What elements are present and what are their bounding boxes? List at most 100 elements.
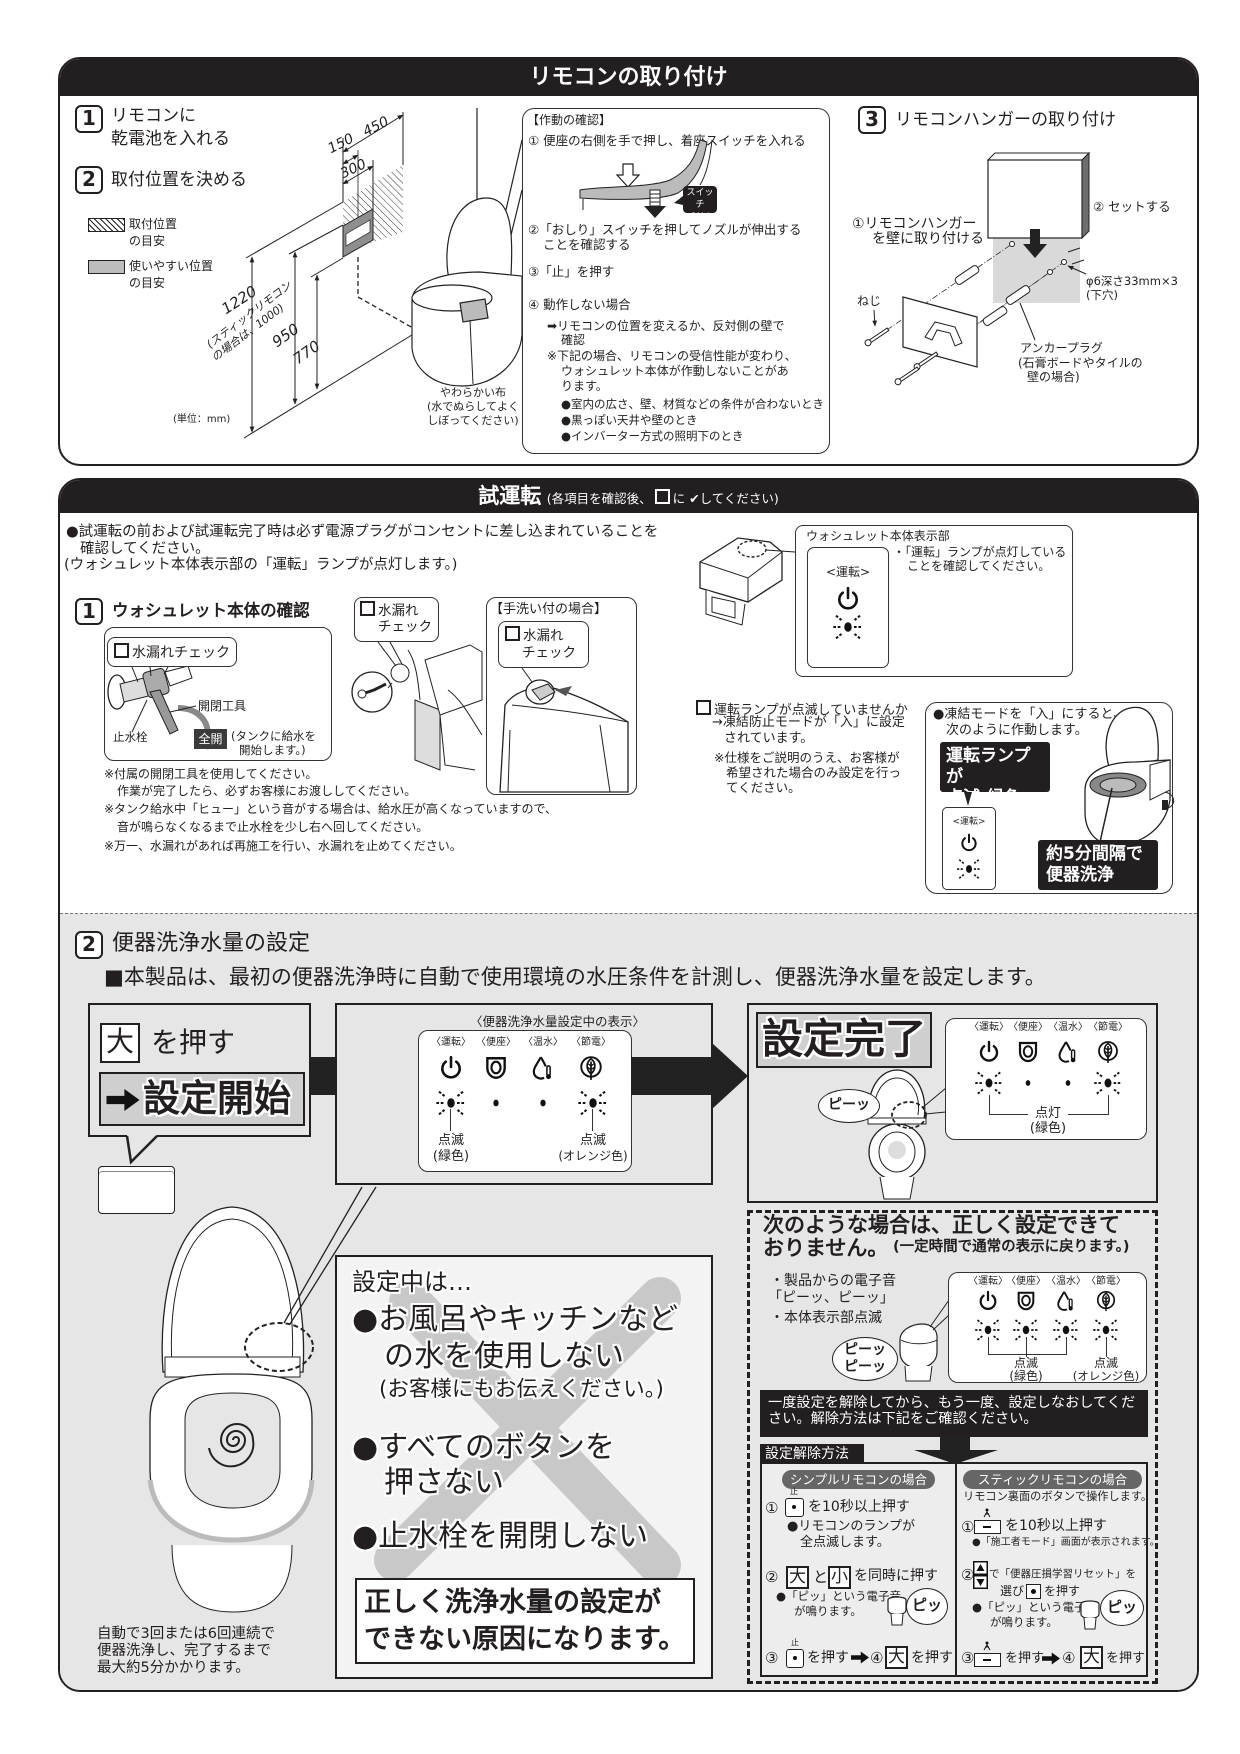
stick-stop-key[interactable] — [974, 1520, 1001, 1534]
large-flush-key[interactable]: 大 — [100, 1023, 140, 1063]
reset-procedure-box — [760, 1462, 1148, 1677]
leak-check-item[interactable]: 水漏れ — [505, 626, 564, 644]
status-color-green: (緑色) — [1029, 1121, 1067, 1136]
pilot-hole-label: φ6深さ33mm×3 — [1086, 274, 1178, 288]
status-lit: 点灯 — [1028, 1106, 1068, 1122]
indicator-label-operation: 〈運転〉 — [431, 1037, 471, 1048]
step-circle-number: ③ — [765, 1649, 779, 1667]
leader-line — [988, 1354, 1067, 1355]
indicator-label-seat: 〈便座〉 — [476, 1037, 516, 1048]
stick-stop-key[interactable] — [974, 1653, 1001, 1667]
unit-label: (単位：mm) — [173, 414, 231, 425]
reset-step-note: ●「ピッ」という電子音 — [972, 1600, 1098, 1614]
failure-indicator-panel: 〈運転〉 〈便座〉 〈温水〉 〈節電〉 点滅 (緑色) 点滅 (オレンジ色) — [948, 1272, 1147, 1383]
arrow-right-icon — [1042, 1652, 1060, 1665]
step-circle-number: ② — [961, 1566, 975, 1584]
checkbox[interactable] — [114, 643, 129, 658]
beep-bubble: ピーッ ピーッ — [832, 1337, 898, 1381]
switch-on-text: ON ! — [689, 212, 711, 222]
caution-item: ●すべてのボタンを — [352, 1430, 615, 1465]
failure-sign: ・製品からの電子音 — [770, 1273, 896, 1289]
small-flush-key[interactable]: 小 — [828, 1566, 851, 1589]
tiny-toilet-icon — [887, 1596, 907, 1626]
blinking-lamp-label: 運転ランプが 点滅:緑色 — [940, 742, 1050, 808]
caution-item: ●止水栓を開閉しない — [352, 1519, 649, 1554]
checkbox[interactable] — [505, 626, 520, 641]
leak-check-item[interactable]: 水漏れ — [360, 601, 419, 619]
status-blink: 点滅 — [437, 1133, 464, 1148]
checkbox-icon — [654, 489, 670, 504]
flush-interval-text: 便器洗浄 — [1046, 865, 1114, 885]
leader-line — [1026, 1337, 1027, 1357]
stop-button-key[interactable] — [786, 1649, 804, 1668]
anchor-plug-label: アンカープラグ — [1020, 341, 1103, 355]
display-note: ことを確認してください。 — [907, 559, 1051, 573]
up-down-key-icon[interactable] — [973, 1561, 988, 1589]
leak-check-label: チェック — [378, 619, 432, 635]
cautions-warning: 正しく洗浄水量の設定が — [364, 1587, 661, 1618]
label-pointer — [964, 792, 972, 806]
failure-sign: ・本体表示部点滅 — [770, 1310, 882, 1326]
power-icon — [438, 1055, 464, 1081]
section-header-bar: 試運転 (各項目を確認後、に ✔してください) — [60, 480, 1197, 513]
lamp-check-text: →凍結防止モードが「入」に設定 — [712, 715, 905, 730]
large-flush-key[interactable]: 大 — [786, 1566, 809, 1589]
indicator-label-power-save: 〈節電〉 — [1088, 1022, 1128, 1033]
stop-button-key[interactable] — [785, 1498, 804, 1517]
tiny-toilet-icon — [1080, 1600, 1100, 1630]
in-progress-title: 〈便器洗浄水量設定中の表示〉 — [470, 1014, 646, 1029]
step1-label-line2: 乾電池を入れる — [111, 129, 230, 149]
callout-tail — [125, 1135, 158, 1165]
toilet-display-location-illustration — [699, 537, 796, 626]
body-display: <運転> — [807, 547, 889, 668]
anchor-plug-label: (石膏ボードやタイルの — [1018, 356, 1143, 370]
leak-check-label: チェック — [522, 645, 576, 661]
valve-label: 止水栓 — [113, 730, 148, 744]
reset-step-note: が鳴ります。 — [794, 1604, 862, 1618]
step2-title: 便器洗浄水量の設定 — [112, 931, 311, 956]
freeze-intro: ●凍結モードを「入」にすると、 — [933, 707, 1126, 722]
power-icon — [977, 1290, 999, 1312]
checkbox[interactable] — [360, 601, 375, 616]
large-flush-key[interactable]: 大 — [1080, 1646, 1103, 1669]
section-header-bar: リモコンの取り付け — [60, 59, 1197, 96]
lamp-off-icon — [1021, 1076, 1035, 1090]
flush-interval-label: 約5分間隔で 便器洗浄 — [1038, 840, 1158, 890]
switch-on-label: スイッチ ON ! — [683, 186, 717, 222]
lamp-blink-icon — [956, 856, 982, 882]
reset-step-note: ●「ピッ」という電子音 — [776, 1589, 902, 1603]
check-note: ※下記の場合、リモコンの受信性能が変わり、 — [547, 349, 797, 363]
setting-failure-box — [747, 1210, 1158, 1684]
check-condition: ●黒っぽい天井や壁のとき — [561, 413, 698, 427]
step-circle-number: ① — [961, 1518, 975, 1536]
flow-arrow-icon — [631, 1043, 748, 1109]
checkbox[interactable] — [696, 700, 711, 715]
select-key[interactable] — [1026, 1584, 1041, 1599]
caution-item: の水を使用しない — [384, 1339, 624, 1374]
step1-note: ※付属の開閉工具を使用してください。 — [104, 767, 318, 781]
step1-note: 作業が完了した­ら、必ずお客様にお渡ししてください。 — [117, 784, 417, 798]
large-flush-key[interactable]: 大 — [885, 1646, 908, 1669]
hanger-set-label: ② セットする — [1093, 199, 1171, 214]
check-note: ります。 — [561, 379, 608, 393]
reset-step-text: を同時に押す — [854, 1568, 938, 1584]
seat-icon — [1015, 1290, 1037, 1312]
toilet-side-illustration — [411, 108, 523, 387]
caution-item: ●お風呂やキッチンなど — [352, 1302, 679, 1337]
step-circle-number: ④ — [870, 1649, 884, 1667]
press-text: を押す — [151, 1026, 236, 1059]
leak-check-item[interactable]: 水漏れチェック — [114, 643, 230, 662]
legend-label: 取付位置 — [129, 217, 178, 231]
stick-remote-pill: スティックリモコンの場合 — [963, 1470, 1142, 1489]
status-blink: 点滅 — [1093, 1356, 1118, 1370]
indicator-label-power-save: 〈節電〉 — [571, 1037, 611, 1048]
beep-text: ピッ — [1106, 1598, 1137, 1616]
leak-check-callout: 水漏れ チェック — [498, 621, 589, 668]
lamp-blink-check-item[interactable]: 運転ランプが点滅していませんか — [696, 700, 908, 719]
lamp-off-icon — [488, 1095, 504, 1111]
leader-line — [988, 1337, 989, 1354]
step2-description: ■本製品は、最初の便器洗浄時に自動で使用環境の水圧条件を計測し、便器洗浄水量を設… — [104, 965, 1046, 989]
freeze-toilet-illustration — [1084, 706, 1175, 846]
section-subtitle: (各項目を確認後、に ✔してください) — [547, 489, 779, 506]
step-number-1: 1 — [75, 598, 103, 625]
